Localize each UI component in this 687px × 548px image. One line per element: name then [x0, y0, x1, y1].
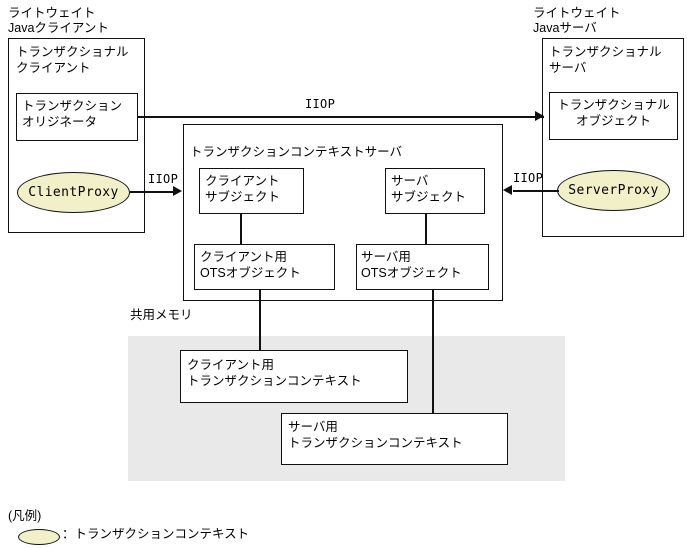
server-subject-box	[385, 168, 485, 214]
server-transaction-context-box	[281, 413, 508, 465]
transactional-server-label: トランザクショナル サーバ	[549, 45, 662, 75]
iiop-right-line	[513, 190, 559, 192]
server-proxy-label: ServerProxy	[568, 183, 659, 198]
transaction-originator-box	[16, 93, 138, 141]
iiop-left-label: IIOP	[148, 172, 179, 186]
transactional-client-label: トランザクショナル クライアント	[16, 45, 129, 75]
client-subject-box	[199, 168, 304, 214]
legend-entry-label: ：トランザクションコンテキスト	[62, 527, 250, 541]
transaction-context-server-label: トランザクションコンテキストサーバ	[190, 145, 403, 159]
legend-heading: (凡例)	[8, 509, 42, 523]
client-subject-connector	[240, 214, 242, 244]
client-subject-label: クライアント サブジェクト	[205, 174, 281, 204]
transactional-server-box	[542, 38, 684, 237]
client-context-connector	[259, 290, 261, 352]
iiop-left-line	[130, 191, 177, 193]
server-ots-object-label: サーバ用 OTSオブジェクト	[361, 250, 462, 280]
transaction-originator-label: トランザクション オリジネータ	[22, 99, 123, 129]
client-proxy-ellipse: ClientProxy	[17, 172, 130, 213]
transactional-object-box	[549, 92, 678, 140]
transactional-client-box	[8, 38, 145, 233]
server-subject-connector	[425, 214, 427, 244]
server-context-connector	[432, 290, 434, 414]
lightweight-java-server-caption: ライトウェイト Javaサーバ	[533, 6, 621, 35]
client-transaction-context-box	[180, 350, 408, 403]
server-proxy-ellipse: ServerProxy	[557, 170, 670, 211]
iiop-top-label: IIOP	[305, 97, 336, 111]
transactional-object-label: トランザクショナル オブジェクト	[557, 98, 670, 128]
transaction-context-server-box	[183, 124, 503, 301]
iiop-left-arrowhead	[173, 186, 182, 196]
server-transaction-context-label: サーバ用 トランザクションコンテキスト	[288, 420, 463, 450]
iiop-right-label: IIOP	[513, 171, 544, 185]
client-ots-object-label: クライアント用 OTSオブジェクト	[200, 250, 301, 280]
client-proxy-label: ClientProxy	[28, 185, 119, 200]
lightweight-java-client-caption: ライトウェイト Javaクライアント	[8, 6, 109, 35]
client-ots-object-box	[194, 244, 335, 290]
iiop-top-line	[138, 116, 544, 118]
legend-context-ellipse-icon	[18, 529, 60, 545]
iiop-right-arrowhead	[503, 185, 512, 195]
client-transaction-context-label: クライアント用 トランザクションコンテキスト	[187, 358, 362, 388]
shared-memory-label: 共用メモリ	[130, 308, 193, 322]
server-subject-label: サーバ サブジェクト	[391, 174, 467, 204]
server-ots-object-box	[356, 244, 489, 290]
iiop-top-arrowhead	[535, 111, 544, 121]
